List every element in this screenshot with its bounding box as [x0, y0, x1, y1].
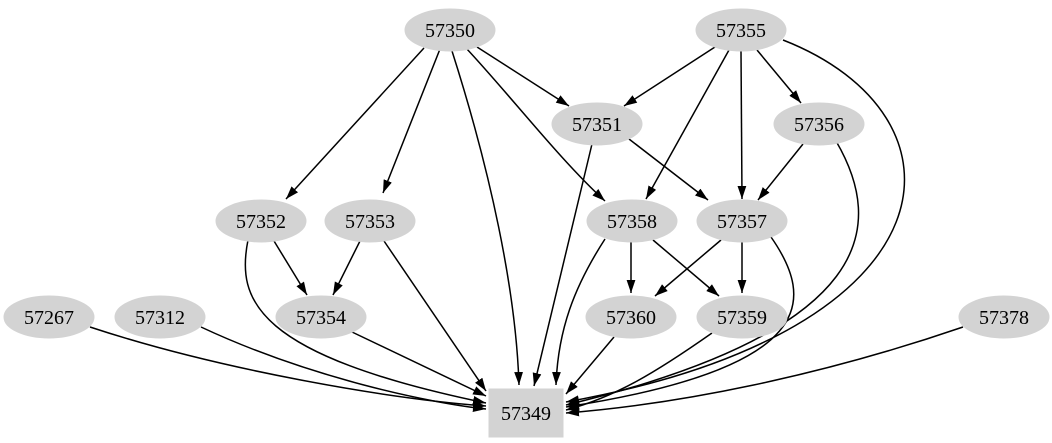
node-label: 57354: [296, 307, 346, 329]
node-57349: 57349: [488, 388, 564, 438]
node-label: 57355: [716, 20, 766, 42]
node-label: 57351: [572, 114, 622, 136]
ellipse-shape: [696, 295, 788, 339]
edge-57356-57349: [565, 140, 860, 407]
edge-57351-57357: [628, 138, 709, 201]
node-57359: 57359: [696, 295, 788, 339]
edge-57350-57358: [465, 47, 606, 202]
ellipse-shape: [585, 295, 677, 339]
edge-57359-57349: [565, 332, 713, 411]
edge-57350-57351: [476, 46, 570, 107]
node-57357: 57357: [696, 199, 788, 243]
node-57354: 57354: [275, 295, 367, 339]
node-label: 57359: [717, 307, 767, 329]
node-57267: 57267: [3, 295, 95, 339]
edge-57350-57349: [451, 50, 523, 386]
ellipse-shape: [586, 199, 678, 243]
ellipse-shape: [404, 8, 496, 52]
node-57350: 57350: [404, 8, 496, 52]
edge-57354-57349: [351, 331, 487, 397]
node-57352: 57352: [215, 199, 307, 243]
edge-57355-57357: [737, 50, 747, 200]
node-57360: 57360: [585, 295, 677, 339]
node-label: 57357: [717, 211, 767, 233]
node-label: 57352: [236, 211, 286, 233]
edge-57356-57357: [757, 143, 804, 201]
edge-57267-57349: [89, 326, 487, 410]
ellipse-shape: [695, 8, 787, 52]
edge-57353-57354: [332, 240, 361, 296]
edge-57357-57360: [654, 239, 722, 297]
edge-57355-57351: [623, 46, 716, 107]
node-label: 57378: [979, 307, 1029, 329]
edge-57355-57356: [756, 49, 802, 104]
edge-57360-57349: [565, 336, 615, 395]
edge-57357-57349: [565, 236, 795, 410]
edge-57378-57349: [565, 326, 964, 417]
edge-57353-57349: [383, 240, 487, 392]
node-label: 57267: [24, 307, 74, 329]
node-label: 57358: [607, 211, 657, 233]
edge-57358-57349: [552, 238, 606, 386]
ellipse-shape: [275, 295, 367, 339]
node-57355: 57355: [695, 8, 787, 52]
edge-57355-57349: [565, 39, 906, 405]
ellipse-shape: [773, 102, 865, 146]
ellipse-shape: [324, 199, 416, 243]
node-57351: 57351: [551, 102, 643, 146]
edge-57352-57349: [244, 239, 487, 405]
node-57356: 57356: [773, 102, 865, 146]
edge-57350-57352: [285, 47, 425, 200]
ellipse-shape: [696, 199, 788, 243]
edge-57350-57353: [382, 48, 441, 194]
edge-57312-57349: [200, 326, 487, 412]
rect-shape: [488, 388, 564, 438]
node-label: 57356: [794, 114, 844, 136]
edge-57355-57358: [645, 49, 730, 200]
ellipse-shape: [958, 295, 1050, 339]
ellipse-shape: [3, 295, 95, 339]
node-57358: 57358: [586, 199, 678, 243]
node-label: 57349: [501, 403, 551, 425]
ellipse-shape: [215, 199, 307, 243]
node-label: 57350: [425, 20, 475, 42]
node-label: 57360: [606, 307, 656, 329]
edge-57351-57349: [532, 143, 593, 387]
edge-57352-57354: [273, 240, 308, 296]
node-label: 57312: [135, 307, 185, 329]
node-57353: 57353: [324, 199, 416, 243]
node-57312: 57312: [114, 295, 206, 339]
edge-57358-57359: [652, 239, 720, 297]
node-label: 57353: [345, 211, 395, 233]
ellipse-shape: [551, 102, 643, 146]
node-57378: 57378: [958, 295, 1050, 339]
ellipse-shape: [114, 295, 206, 339]
